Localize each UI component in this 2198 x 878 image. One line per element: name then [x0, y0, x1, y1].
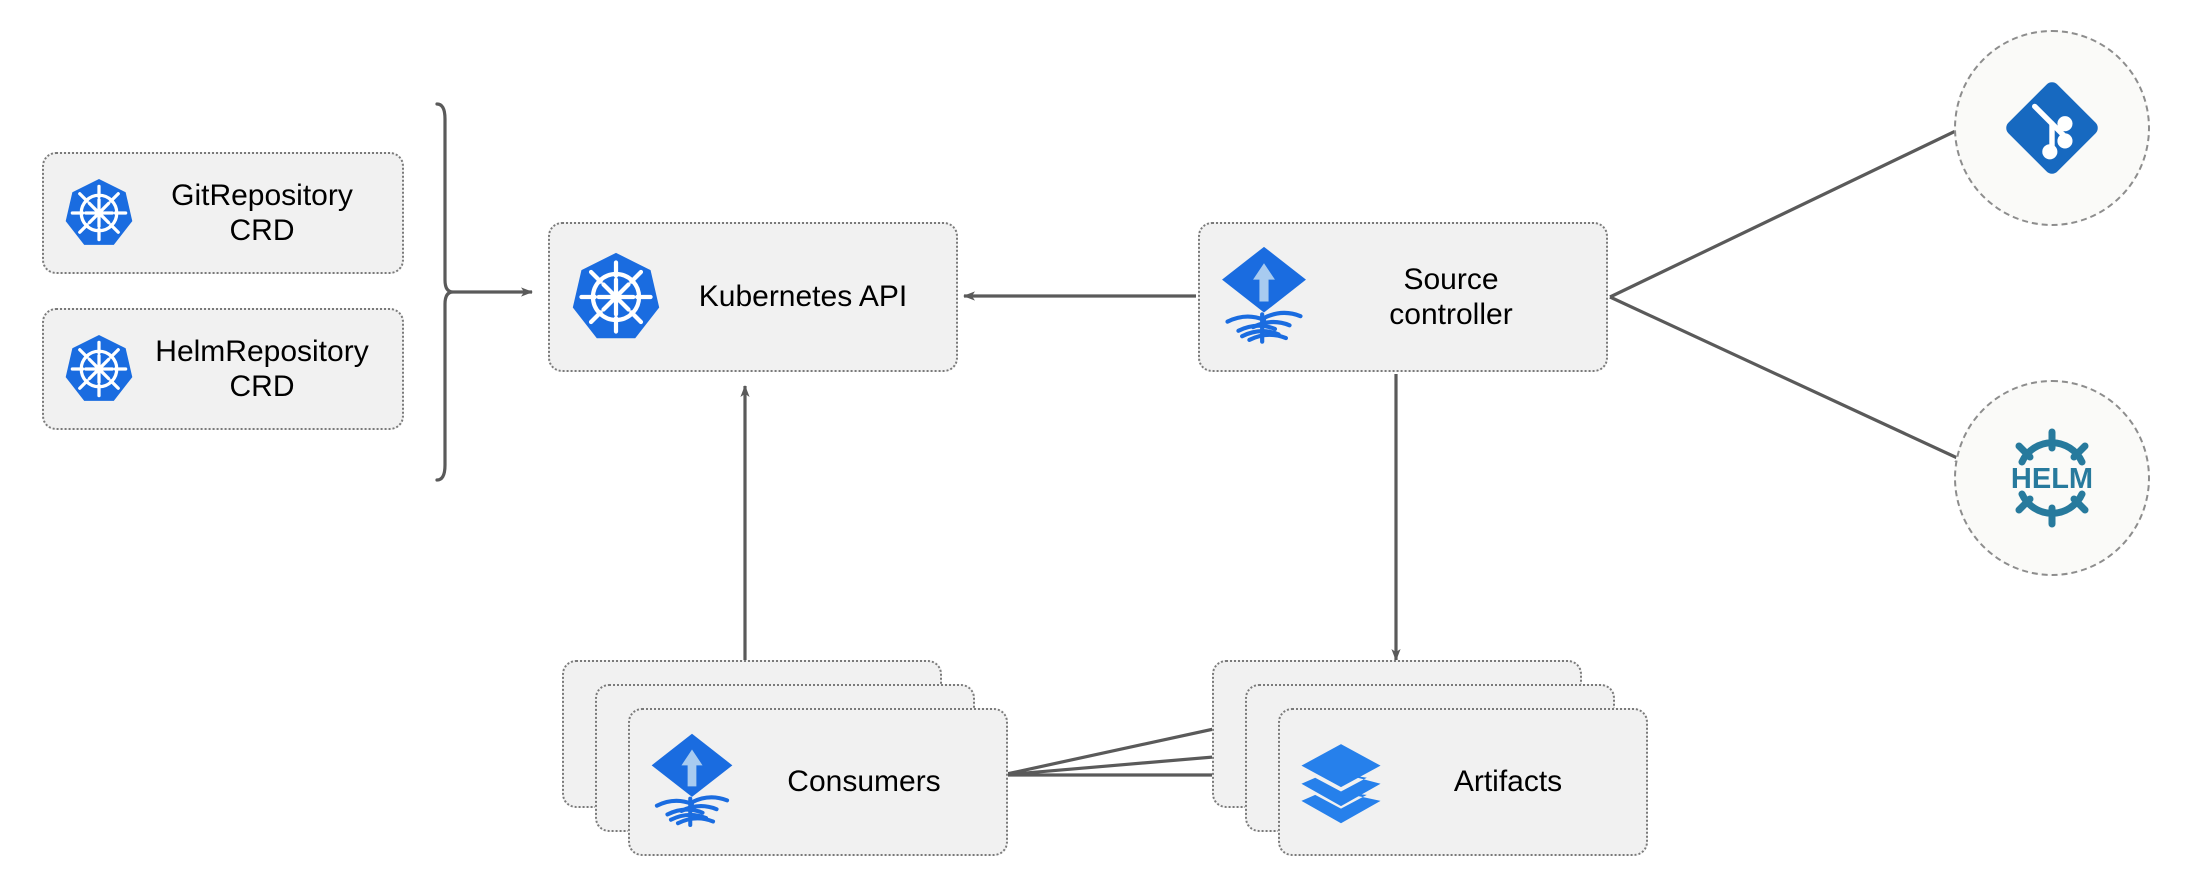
node-consumers[interactable]: Consumers: [628, 708, 1008, 856]
git-icon: [1998, 74, 2106, 182]
node-artifacts[interactable]: Artifacts: [1278, 708, 1648, 856]
wire-source-to-helm: [1609, 295, 1967, 464]
circle-git-endpoint[interactable]: [1954, 30, 2150, 226]
artifact-layers-icon: [1280, 739, 1384, 825]
wire-consumers-to-artifact-top: [1001, 719, 1247, 777]
node-label: HelmRepository CRD: [155, 334, 369, 403]
kubernetes-icon: [550, 249, 664, 345]
flux-icon: [630, 732, 736, 832]
helm-icon: HELM: [1992, 418, 2112, 538]
node-kubernetes-api[interactable]: Kubernetes API: [548, 222, 958, 372]
node-label: Source controller: [1389, 262, 1513, 331]
helm-wordmark: HELM: [2011, 463, 2093, 495]
node-label: Kubernetes API: [698, 280, 908, 314]
wire-source-to-git: [1609, 124, 1967, 299]
kubernetes-icon: [44, 332, 136, 406]
node-label: GitRepository CRD: [171, 178, 353, 247]
flux-icon: [1200, 245, 1310, 349]
node-helmrepository-crd[interactable]: HelmRepository CRD: [42, 308, 404, 430]
kubernetes-icon: [44, 176, 136, 250]
node-source-controller[interactable]: Source controller: [1198, 222, 1608, 372]
node-label: Artifacts: [1453, 765, 1563, 799]
node-label: Consumers: [787, 765, 941, 799]
circle-helm-endpoint[interactable]: HELM: [1954, 380, 2150, 576]
crd-bracket: [435, 102, 533, 482]
node-gitrepository-crd[interactable]: GitRepository CRD: [42, 152, 404, 274]
